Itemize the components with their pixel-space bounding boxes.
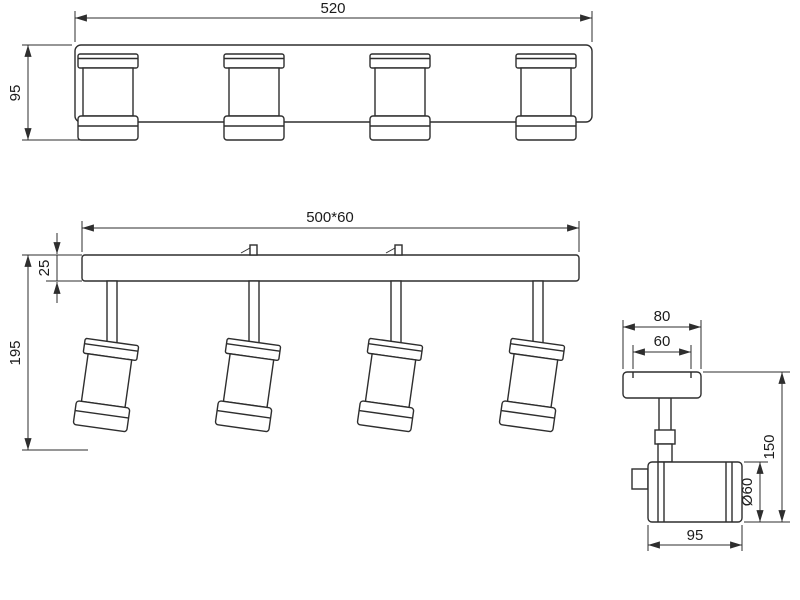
spot-head-2 xyxy=(223,53,285,141)
dim-label-overall-width: 520 xyxy=(320,0,345,17)
spot-head-1 xyxy=(77,53,139,141)
spot-head-side xyxy=(647,461,743,523)
spot-body-2 xyxy=(214,337,282,433)
dim-spot-length: 95 xyxy=(647,525,743,551)
mounting-bar-front xyxy=(81,254,580,282)
mounting-bar-top xyxy=(74,44,593,123)
spot-head-4 xyxy=(515,53,577,141)
dim-total-height: 150 xyxy=(703,371,790,523)
spot-stem-1 xyxy=(106,280,118,344)
dim-label-canopy-inner-width: 60 xyxy=(654,333,671,350)
dim-overall-height: 95 xyxy=(7,44,84,141)
dim-label-bar-thickness: 25 xyxy=(36,260,53,277)
dim-label-drop-height: 195 xyxy=(7,340,24,365)
spot-body-3 xyxy=(356,337,424,433)
spot-stem-2 xyxy=(248,280,260,344)
dim-spot-diameter: Ø60 xyxy=(739,461,768,522)
spot-body-1 xyxy=(72,337,140,433)
spot-stem-4 xyxy=(532,280,544,344)
mounting-clip-2 xyxy=(385,244,403,256)
dim-bar-thickness: 25 xyxy=(36,233,82,303)
dim-label-spot-diameter: Ø60 xyxy=(739,478,756,506)
dim-canopy-inner-width: 60 xyxy=(632,333,692,369)
adjustment-knob xyxy=(631,468,649,490)
mounting-clip-1 xyxy=(240,244,258,256)
dim-label-spot-length: 95 xyxy=(687,527,704,544)
dim-label-canopy-width: 80 xyxy=(654,308,671,325)
dim-drop-height: 195 xyxy=(7,254,88,451)
dim-label-overall-height: 95 xyxy=(7,85,24,102)
dim-overall-width: 520 xyxy=(74,0,593,42)
dim-label-bar-size: 500*60 xyxy=(306,209,354,226)
dim-bar-size: 500*60 xyxy=(81,209,580,252)
front-view: 500*60 25 195 xyxy=(7,209,580,451)
spot-stem-3 xyxy=(390,280,402,344)
side-view: 80 60 150 Ø60 95 xyxy=(622,308,790,551)
dim-label-total-height: 150 xyxy=(761,434,778,459)
ceiling-canopy xyxy=(622,371,702,399)
spot-joint-arm xyxy=(654,398,676,463)
spot-body-4 xyxy=(498,337,566,433)
dim-canopy-width: 80 xyxy=(622,308,702,369)
top-view: 520 95 xyxy=(7,0,593,141)
spot-head-3 xyxy=(369,53,431,141)
